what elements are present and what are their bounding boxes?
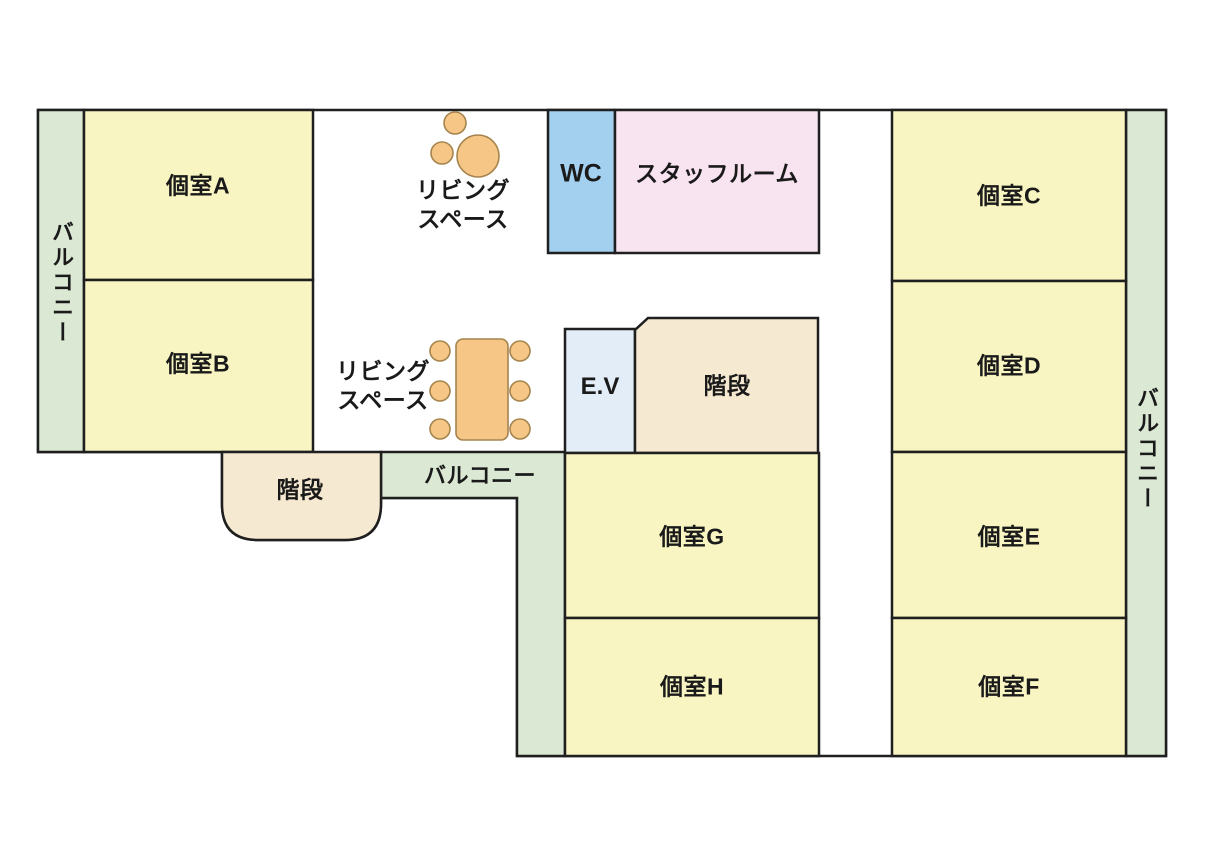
balcony-right-label: バルコニー xyxy=(1134,386,1159,512)
room-b-label: 個室B xyxy=(165,350,231,377)
chair-icon xyxy=(509,340,531,362)
room-d-area xyxy=(890,279,1128,454)
wc-label: WC xyxy=(560,159,602,188)
stairs-lower-area xyxy=(220,450,383,542)
balcony-bottom-area xyxy=(379,450,567,758)
room-d-label: 個室D xyxy=(976,352,1042,379)
chair-icon xyxy=(429,418,451,440)
room-a-label: 個室A xyxy=(165,172,231,199)
stairs-lower-label: 階段 xyxy=(276,476,324,503)
living-lower-label-line2: スペース xyxy=(337,387,429,413)
room-b-area xyxy=(82,278,315,454)
chair-icon xyxy=(430,141,454,165)
stairs-main-label: 階段 xyxy=(703,372,751,399)
living-lower-furniture xyxy=(429,338,531,441)
room-c-area xyxy=(890,108,1128,283)
elevator-label: E.V xyxy=(580,372,620,400)
chair-icon xyxy=(509,380,531,402)
staff-room-label: スタッフルーム xyxy=(635,160,799,187)
room-a-area xyxy=(82,108,315,282)
living-lower-label-line1: リビング xyxy=(336,358,430,385)
chair-icon xyxy=(429,380,451,402)
elevator-area xyxy=(563,327,637,455)
room-h-area xyxy=(563,616,821,758)
living-upper-furniture xyxy=(430,111,500,178)
living-upper-label: リビング スペース xyxy=(416,176,510,234)
room-e-label: 個室E xyxy=(977,523,1041,550)
chair-icon xyxy=(429,340,451,362)
dining-table-icon xyxy=(455,338,509,441)
room-c-label: 個室C xyxy=(976,182,1042,209)
living-upper-label-line1: リビング xyxy=(416,177,510,204)
room-f-label: 個室F xyxy=(978,673,1040,700)
room-g-label: 個室G xyxy=(659,523,725,550)
living-lower-label: リビング スペース xyxy=(336,357,430,415)
room-h-label: 個室H xyxy=(659,673,725,700)
chair-icon xyxy=(509,418,531,440)
balcony-left-area xyxy=(36,108,86,454)
chair-icon xyxy=(443,111,467,135)
balcony-bottom-label: バルコニー xyxy=(423,463,537,489)
round-table-icon xyxy=(456,134,500,178)
room-e-area xyxy=(890,450,1128,620)
balcony-left-label: バルコニー xyxy=(49,220,74,346)
room-f-area xyxy=(890,616,1128,758)
living-upper-label-line2: スペース xyxy=(417,206,509,232)
room-g-area xyxy=(563,451,821,620)
staff-room-area xyxy=(613,108,821,255)
